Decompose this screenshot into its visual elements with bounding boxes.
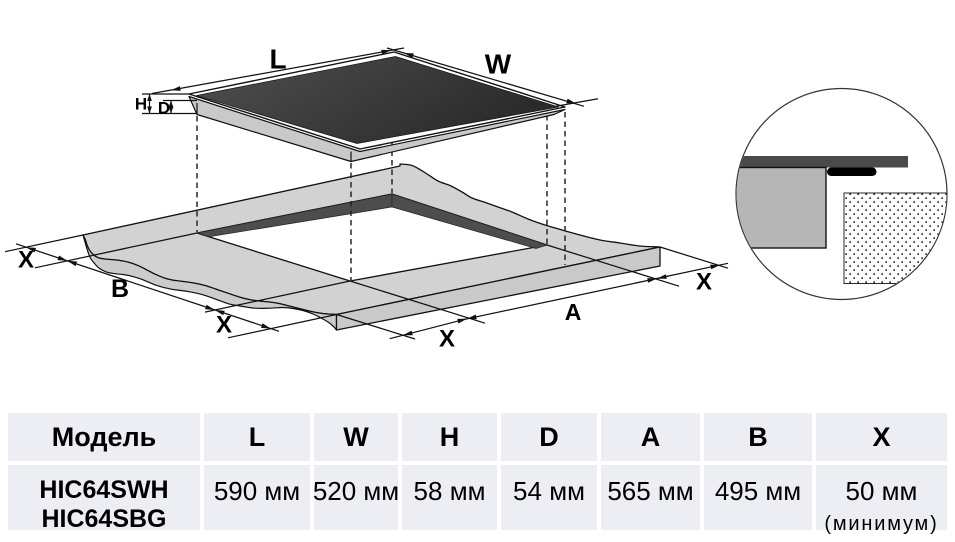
svg-text:B: B: [111, 275, 129, 303]
svg-text:L: L: [269, 44, 286, 75]
svg-text:X: X: [439, 326, 455, 353]
svg-text:X: X: [18, 247, 34, 274]
svg-text:X: X: [696, 269, 712, 296]
svg-text:W: W: [485, 49, 512, 80]
svg-text:H: H: [135, 95, 147, 114]
svg-text:D: D: [158, 99, 170, 118]
svg-text:X: X: [216, 312, 232, 339]
svg-text:A: A: [565, 299, 582, 325]
